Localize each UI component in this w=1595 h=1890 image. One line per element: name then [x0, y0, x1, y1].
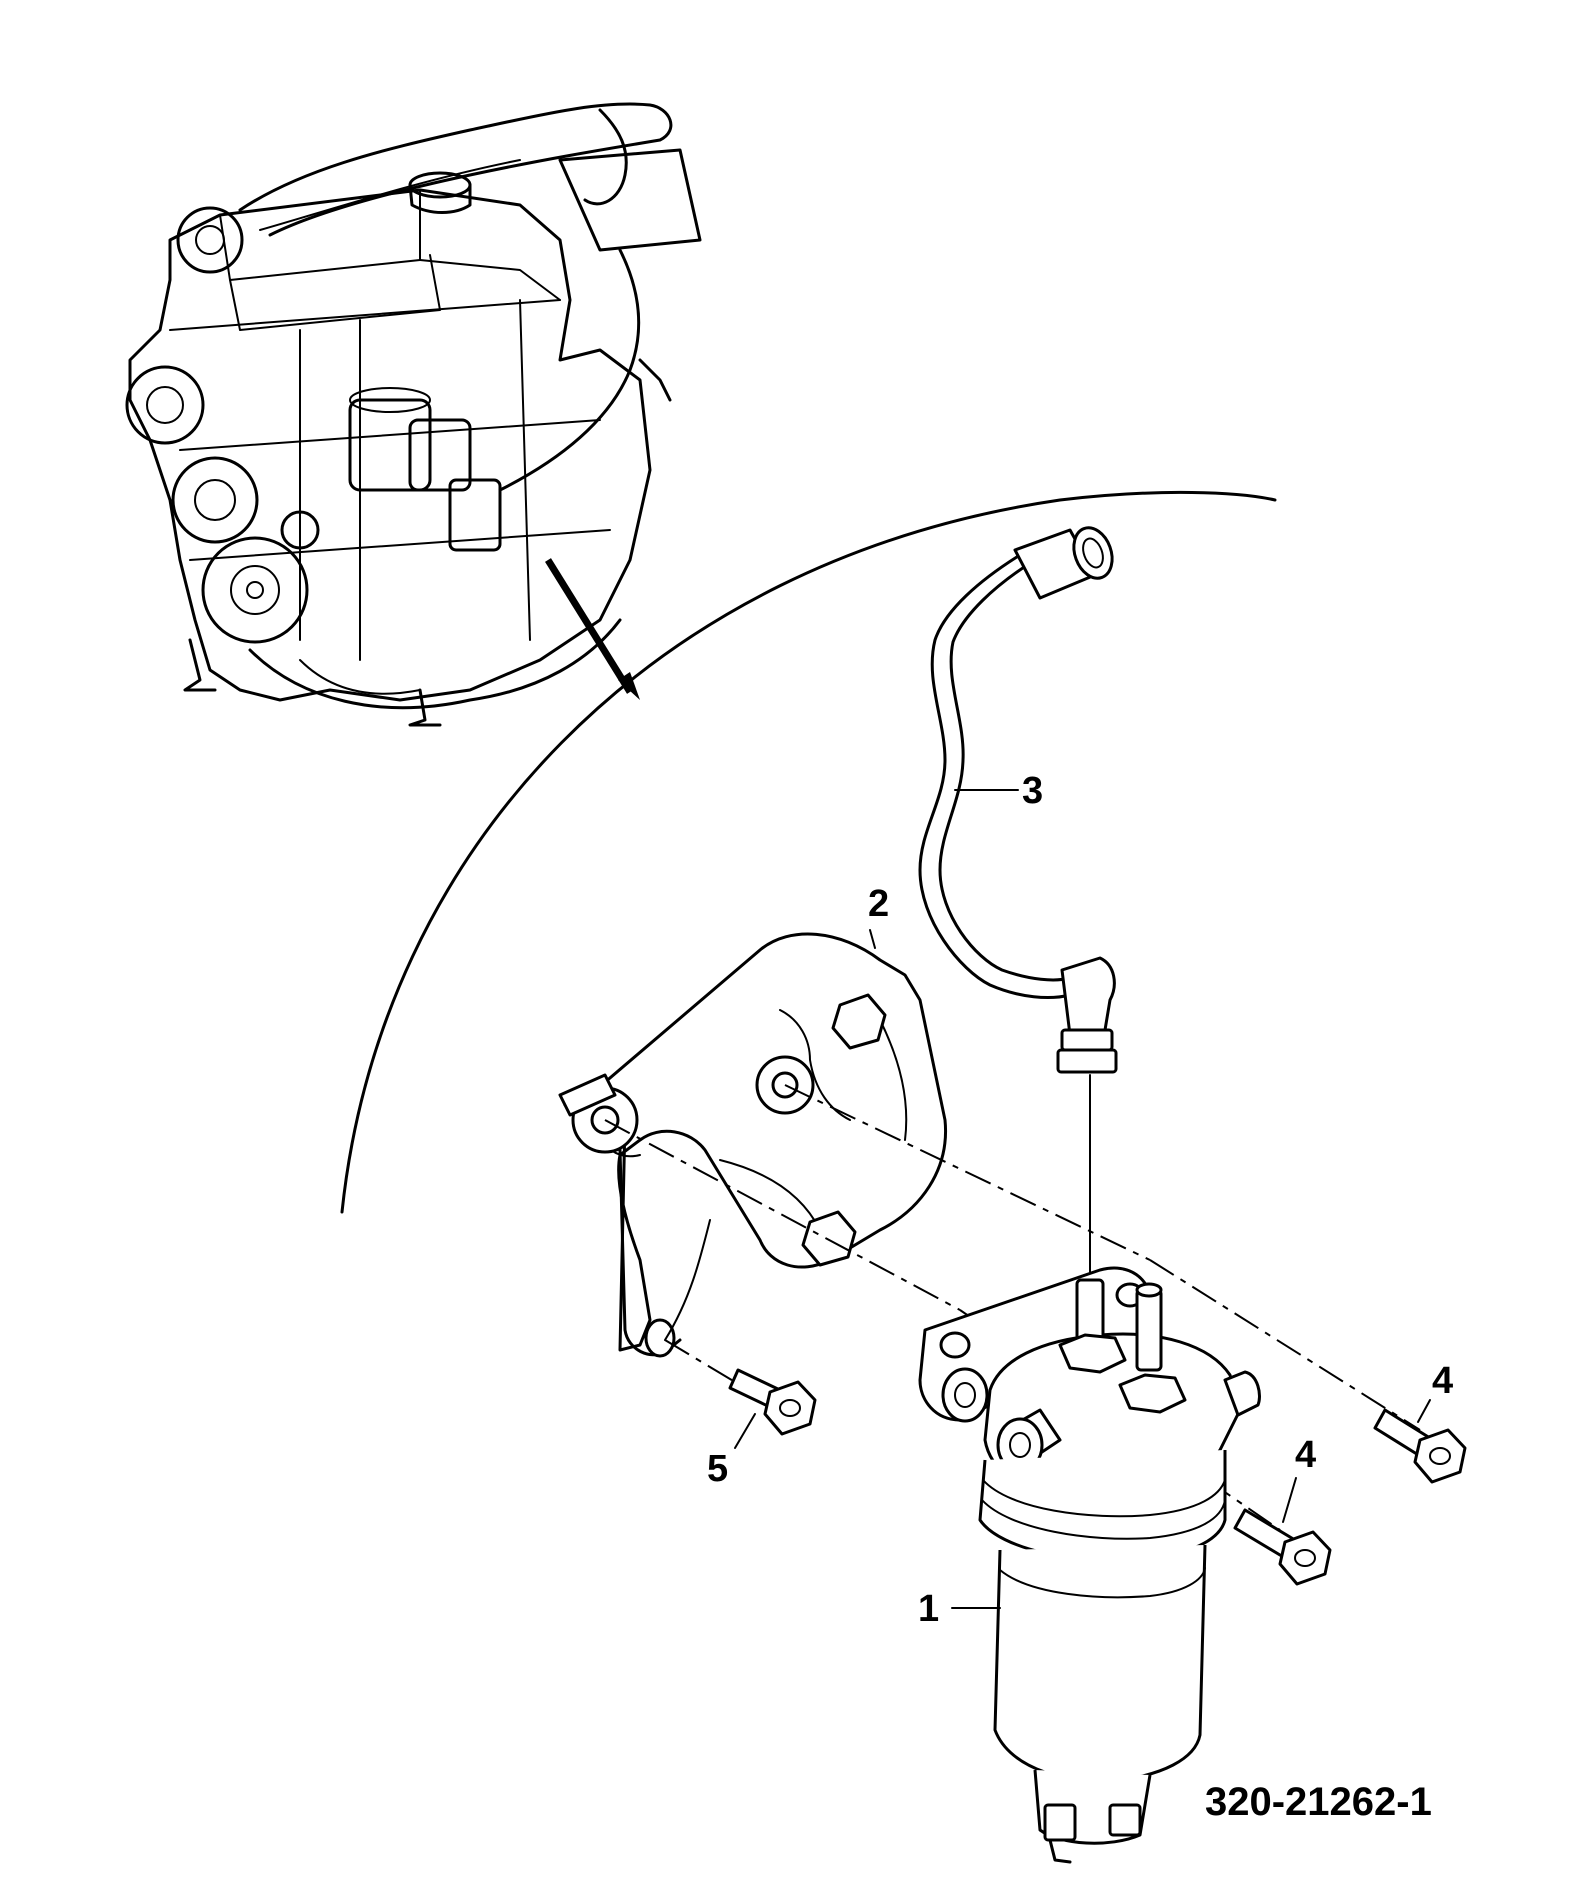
- fuel-filter-part: [918, 1266, 1261, 1864]
- callout-4-upper: 4: [1432, 1360, 1454, 1402]
- fuel-hose-part: [918, 526, 1118, 1074]
- callout-1: 1: [918, 1588, 940, 1630]
- callout-3: 3: [1022, 770, 1044, 812]
- callout-2-leader: [869, 929, 876, 949]
- engine-overview-illustration: [125, 102, 702, 727]
- bolt-part-upper: [1373, 1408, 1467, 1484]
- drawing-part-number: 320-21262-1: [1205, 1780, 1432, 1824]
- callout-5-leader: [734, 1413, 756, 1449]
- callout-4-lower-leader: [1282, 1477, 1297, 1523]
- bolt-part-lower: [1233, 1508, 1332, 1586]
- bolt-part-5: [728, 1368, 817, 1436]
- callout-4-upper-leader: [1417, 1399, 1431, 1423]
- zoom-leader: [545, 558, 640, 700]
- callout-2: 2: [868, 883, 890, 925]
- callout-4-lower: 4: [1295, 1434, 1317, 1476]
- bracket-part: [558, 932, 948, 1358]
- callout-5: 5: [707, 1448, 729, 1490]
- detail-boundary-arc: [340, 490, 1277, 1214]
